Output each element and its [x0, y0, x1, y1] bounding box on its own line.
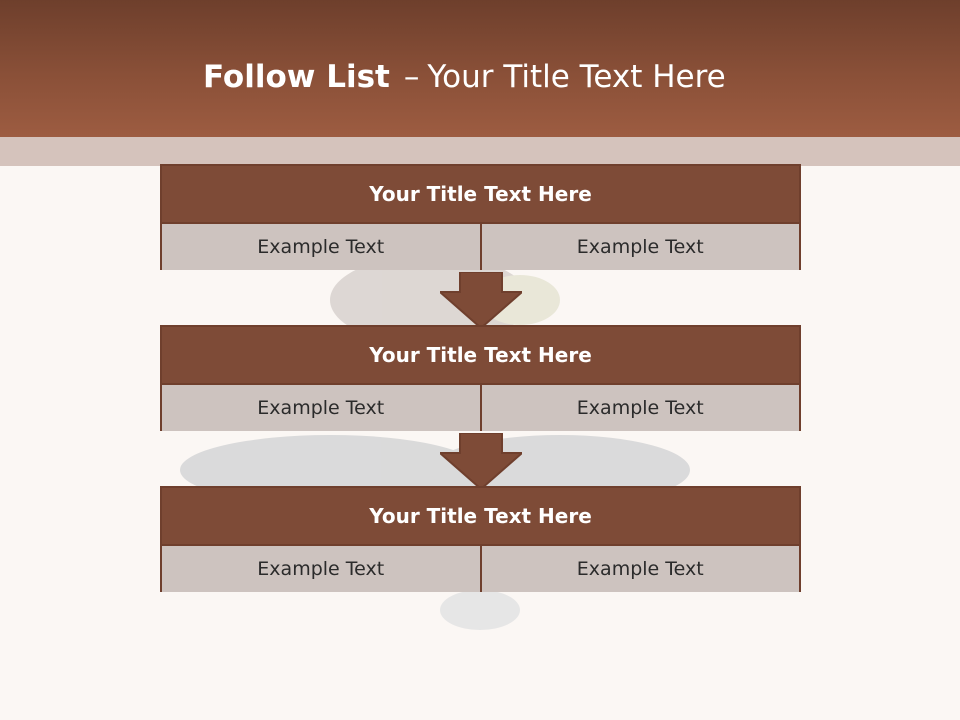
list-block-2: Your Title Text Here Example Text Exampl… [160, 325, 801, 431]
block-cell-right: Example Text [479, 224, 799, 270]
block-title: Your Title Text Here [162, 166, 799, 224]
block-cell-right: Example Text [479, 546, 799, 592]
block-cell-right: Example Text [479, 385, 799, 431]
slide-title-separator: – [403, 59, 420, 95]
block-cell-left: Example Text [162, 224, 480, 270]
block-cell-left: Example Text [162, 546, 480, 592]
header-sub-band [0, 137, 960, 166]
block-title: Your Title Text Here [162, 327, 799, 385]
header-band [0, 0, 960, 137]
down-arrow-icon [440, 433, 522, 489]
block-row: Example Text Example Text [162, 385, 799, 431]
slide-title: Follow List–Your Title Text Here [203, 56, 726, 98]
slide-title-rest: Your Title Text Here [427, 59, 726, 95]
block-cell-left: Example Text [162, 385, 480, 431]
down-arrow-icon [440, 272, 522, 328]
block-row: Example Text Example Text [162, 546, 799, 592]
slide-title-strong: Follow List [203, 59, 390, 95]
block-title: Your Title Text Here [162, 488, 799, 546]
block-row: Example Text Example Text [162, 224, 799, 270]
list-block-1: Your Title Text Here Example Text Exampl… [160, 164, 801, 270]
list-block-3: Your Title Text Here Example Text Exampl… [160, 486, 801, 592]
